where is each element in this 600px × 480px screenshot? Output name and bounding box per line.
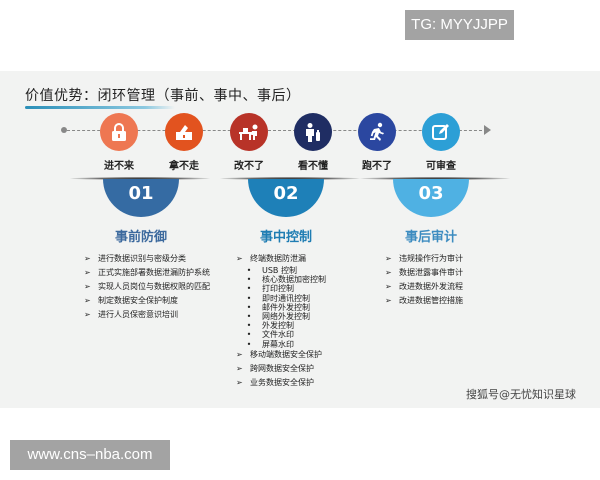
sub-list-item: •即时通讯控制 <box>246 293 310 303</box>
flow-step-5: 跑不了 <box>347 113 407 172</box>
box-icon <box>165 113 203 151</box>
flow-step-3: 改不了 <box>219 113 279 172</box>
title-underline <box>25 106 175 109</box>
phase-title-3: 事后审计 <box>404 230 457 245</box>
list-item: ➢进行数据识别与密级分类 <box>84 254 186 263</box>
running-icon <box>358 113 396 151</box>
phase-3-list: ➢违规操作行为审计 ➢数据泄露事件审计 ➢改进数据外发流程 ➢改进数据管控措施 <box>385 252 463 308</box>
phase-number-badge-2: 02 <box>248 179 324 217</box>
slide-panel: 价值优势：闭环管理（事前、事中、事后） 进不来 拿不走 改不了 看不懂 跑不了 <box>0 71 600 408</box>
list-item: ➢实现人员岗位与数据权限的匹配 <box>84 282 210 291</box>
flow-step-4: 看不懂 <box>283 113 343 172</box>
list-item: ➢改进数据管控措施 <box>385 296 463 305</box>
flow-step-label: 跑不了 <box>362 161 392 172</box>
flow-step-label: 进不来 <box>104 161 134 172</box>
list-item: ➢改进数据外发流程 <box>385 282 463 291</box>
list-item: ➢正式实施部署数据泄漏防护系统 <box>84 268 210 277</box>
phase-2-sublist: •USB 控制 •核心数据加密控制 •打印控制 •即时通讯控制 •邮件外发控制 … <box>236 266 326 349</box>
phase-2-list: ➢终端数据防泄漏 <box>236 252 306 266</box>
sub-list-item: •文件水印 <box>246 330 294 340</box>
sub-list-item: •邮件外发控制 <box>246 302 310 312</box>
flow-step-label: 可审查 <box>426 161 456 172</box>
sub-list-item: •打印控制 <box>246 284 294 294</box>
slide-title: 价值优势：闭环管理（事前、事中、事后） <box>25 88 301 104</box>
list-item: ➢违规操作行为审计 <box>385 254 463 263</box>
source-credit: 搜狐号@无忧知识星球 <box>466 388 576 401</box>
list-item: ➢终端数据防泄漏 <box>236 254 306 263</box>
desk-icon <box>230 113 268 151</box>
sub-list-item: •外发控制 <box>246 321 294 331</box>
list-item: ➢跨网数据安全保护 <box>236 364 314 373</box>
edit-icon <box>422 113 460 151</box>
phase-1-list: ➢进行数据识别与密级分类 ➢正式实施部署数据泄漏防护系统 ➢实现人员岗位与数据权… <box>84 252 210 322</box>
lock-icon <box>100 113 138 151</box>
sub-list-item: •USB 控制 <box>246 266 297 275</box>
phase-title-2: 事中控制 <box>259 230 312 245</box>
list-item: ➢制定数据安全保护制度 <box>84 296 178 305</box>
flow-step-6: 可审查 <box>411 113 471 172</box>
sub-list-item: •屏幕水印 <box>246 339 294 349</box>
phase-number-badge-1: 01 <box>103 179 179 217</box>
flow-start-dot <box>61 127 67 133</box>
watermark-top: TG: MYYJJPP <box>405 10 514 40</box>
list-item: ➢进行人员保密意识培训 <box>84 310 178 319</box>
phase-title-1: 事前防御 <box>114 230 167 245</box>
list-item: ➢业务数据安全保护 <box>236 378 314 387</box>
list-item: ➢移动端数据安全保护 <box>236 350 322 359</box>
list-item: ➢数据泄露事件审计 <box>385 268 463 277</box>
phase-2-list-after: ➢移动端数据安全保护 ➢跨网数据安全保护 ➢业务数据安全保护 <box>236 348 322 390</box>
watermark-bottom: www.cns–nba.com <box>10 440 170 470</box>
flow-step-label: 拿不走 <box>169 161 199 172</box>
flow-arrow-icon <box>484 125 491 135</box>
phase-number-badge-3: 03 <box>393 179 469 217</box>
sub-list-item: •核心数据加密控制 <box>246 275 326 285</box>
shadow-band <box>70 177 210 180</box>
shadow-band <box>220 177 360 180</box>
flow-dashed-line <box>62 130 487 131</box>
sub-list-item: •网络外发控制 <box>246 312 310 322</box>
person-icon <box>294 113 332 151</box>
flow-step-1: 进不来 <box>89 113 149 172</box>
shadow-band <box>360 177 510 180</box>
flow-step-label: 看不懂 <box>298 161 328 172</box>
flow-step-label: 改不了 <box>234 161 264 172</box>
flow-step-2: 拿不走 <box>154 113 214 172</box>
